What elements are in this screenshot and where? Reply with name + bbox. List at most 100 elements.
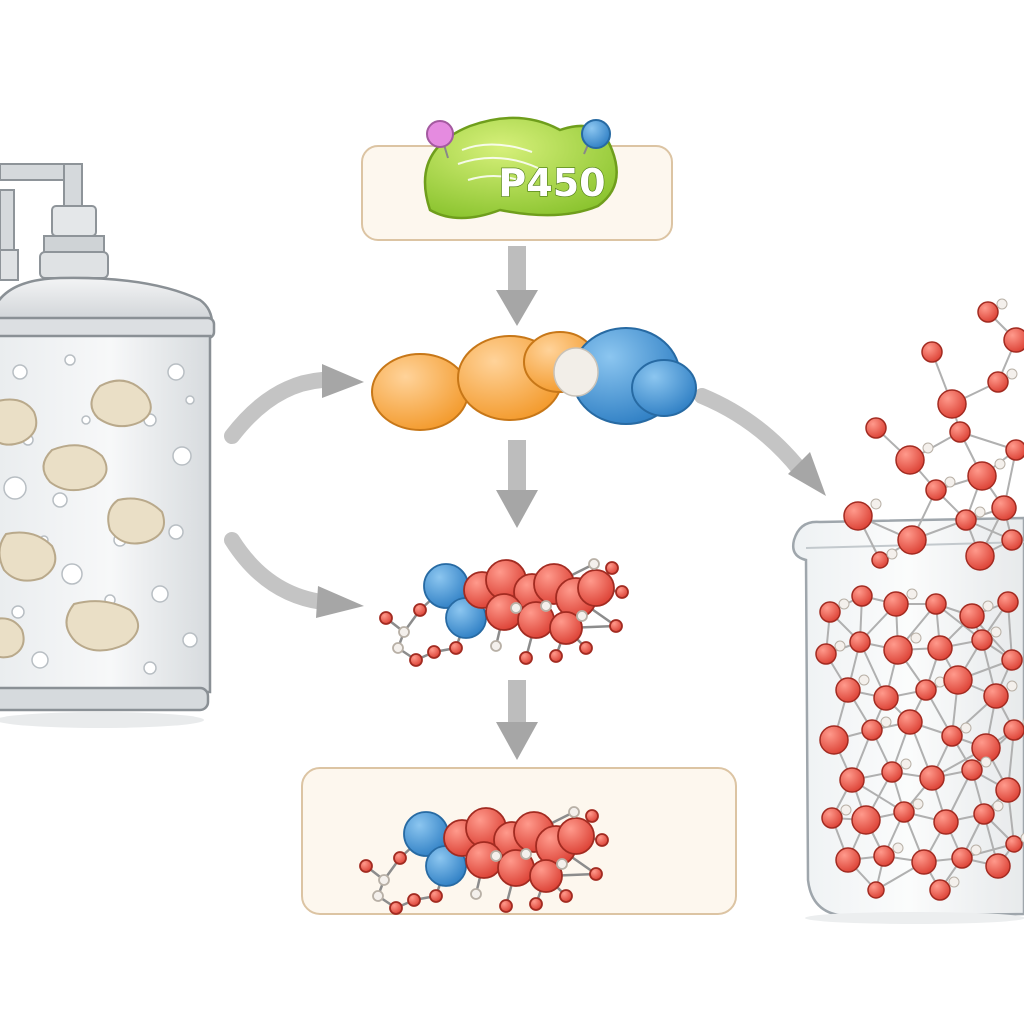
crystal-atom [925,479,947,501]
crystal-hydrogen [1020,832,1024,844]
bioreactor-tank [0,163,216,728]
tank-piping [0,163,109,281]
crystal-atom [995,777,1021,803]
crystal-atom [971,629,993,651]
product-beaker [792,298,1024,924]
p450-label: P450 [498,161,605,205]
crystal-atom [1003,327,1024,353]
crystal-hydrogen [834,640,846,652]
red-atom [579,641,593,655]
red-atom [609,619,623,633]
crystal-hydrogen [922,442,934,454]
red-atom [589,867,603,881]
white-atom [392,642,404,654]
crystal-hydrogen [960,722,972,734]
crystal-atom [1005,439,1024,461]
crystal-atom [985,853,1011,879]
crystal-atom [943,665,973,695]
crystal-atom [991,495,1017,521]
crystal-atom [927,635,953,661]
crystal-hydrogen [948,876,960,888]
white-atom [556,858,568,870]
crystal-hydrogen [992,800,1004,812]
red-atom [393,851,407,865]
crystal-hydrogen [886,548,898,560]
crystal-atom [941,725,963,747]
red-atom [549,611,583,645]
crystal-atom [915,679,937,701]
arrow-enzyme-to-beaker [694,388,808,478]
crystal-atom [925,593,947,615]
crystal-hydrogen [990,626,1002,638]
white-atom [576,610,588,622]
crystal-atom [937,389,967,419]
crystal-hydrogen [1006,680,1018,692]
crystal-atom [883,591,909,617]
product-panel [301,767,737,915]
crystal-hydrogen [982,600,994,612]
crystal-atom [919,765,945,791]
crystal-atom [821,807,843,829]
crystal-hydrogen [980,756,992,768]
crystal-atom [951,847,973,869]
crystal-atom [843,501,873,531]
crystal-hydrogen [906,588,918,600]
crystal-hydrogen [910,632,922,644]
crystal-atom [819,725,849,755]
crystal-atom [883,635,913,665]
blue-ligand-icon [581,119,611,149]
p450-enzyme-blob [423,116,618,220]
red-atom [577,569,615,607]
white-atom [568,806,580,818]
red-atom [559,889,573,903]
red-atom [529,859,563,893]
crystal-atom [965,541,995,571]
crystal-hydrogen [870,498,882,510]
crystal-atom [949,421,971,443]
red-atom [557,817,595,855]
enzyme-domains [371,327,697,431]
crystal-atom [835,677,861,703]
crystal-atom [1003,719,1024,741]
crystal-atom [861,719,883,741]
pink-ligand-icon [426,120,454,148]
red-atom [549,649,563,663]
p450-enzyme-panel: P450 [361,116,673,241]
down-arrow-3 [496,680,538,760]
red-atom [413,603,427,617]
crystal-atom [897,525,927,555]
crystal-hydrogen [974,506,986,518]
down-arrow-1 [496,246,538,326]
flow-arrowheads [316,364,826,618]
red-atom [449,641,463,655]
red-atom [499,899,513,913]
white-atom [372,890,384,902]
white-atom [588,558,600,570]
down-arrows [496,246,538,760]
red-atom [359,859,373,873]
crystal-hydrogen [912,798,924,810]
crystal-atom [851,585,873,607]
arrow-tank-to-product [224,532,330,610]
red-atom [389,901,403,915]
red-atom [605,561,619,575]
crystal-atom [977,301,999,323]
crystal-atom [873,685,899,711]
crystal-atom [881,761,903,783]
crystal-atom [839,767,865,793]
red-atom [427,645,441,659]
crystal-atom [873,845,895,867]
crystal-hydrogen [840,804,852,816]
crystal-atom [921,341,943,363]
intermediate-molecule [379,558,629,667]
crystal-atom [929,879,951,901]
white-atom [398,626,410,638]
red-atom [407,893,421,907]
red-atom [615,585,629,599]
crystal-hydrogen [944,476,956,488]
white-atom [520,848,532,860]
overflow-crystal-cluster [843,298,1024,571]
crystal-atom [835,847,861,873]
crystal-hydrogen [970,844,982,856]
